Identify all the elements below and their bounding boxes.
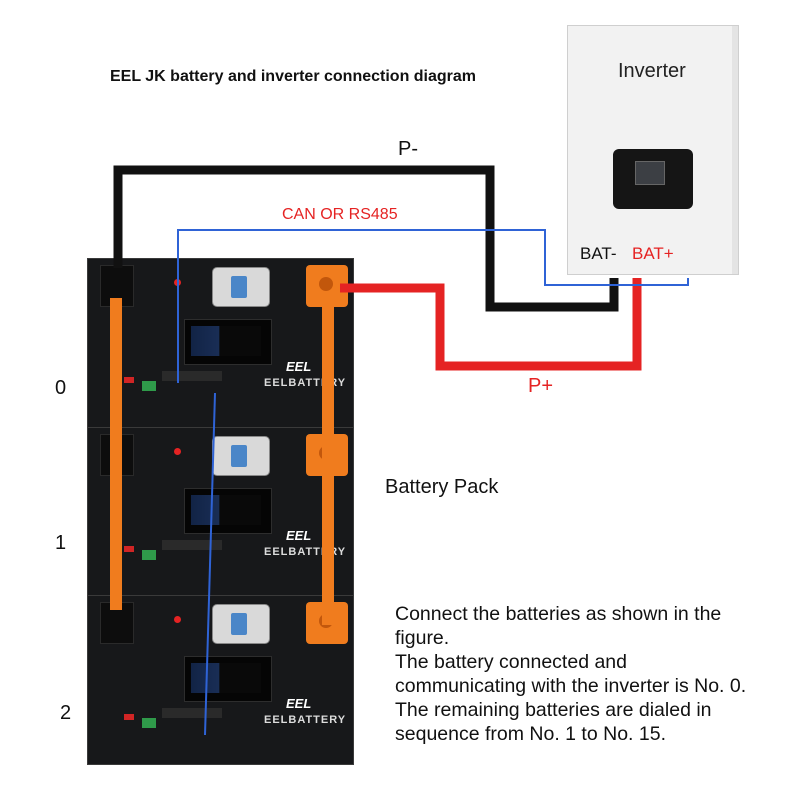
terminal-block xyxy=(142,381,156,391)
dip-switch xyxy=(124,377,134,383)
battery-screen xyxy=(184,319,272,365)
brand-logo: EEL xyxy=(286,528,312,543)
note-line: sequence from No. 1 to No. 15. xyxy=(395,723,666,745)
battery-index-2: 2 xyxy=(60,702,72,724)
terminal-block xyxy=(142,718,156,728)
comm-ports xyxy=(162,371,222,381)
note-line: The remaining batteries are dialed in xyxy=(395,699,712,721)
p-plus-label: P+ xyxy=(528,375,554,397)
brand-logo: EEL xyxy=(286,696,312,711)
brand-logo: EEL xyxy=(286,359,312,374)
comm-label: CAN OR RS485 xyxy=(282,206,398,223)
dip-switch xyxy=(124,546,134,552)
battery-module-0: EEL EELBATTERY xyxy=(87,258,354,428)
p-plus-wire xyxy=(340,278,642,371)
p-minus-label: P- xyxy=(398,138,418,160)
note-line: communicating with the inverter is No. 0… xyxy=(395,675,747,697)
inverter-unit xyxy=(567,25,739,275)
breaker-switch xyxy=(212,604,270,644)
dip-switch xyxy=(124,714,134,720)
battery-screen xyxy=(184,656,272,702)
note-line: figure. xyxy=(395,627,450,649)
comm-link-1 xyxy=(209,392,216,566)
battery-pack-label: Battery Pack xyxy=(385,476,499,498)
bat-plus-label: BAT+ xyxy=(632,244,674,263)
note-line: The battery connected and xyxy=(395,651,627,673)
breaker-switch xyxy=(212,267,270,307)
p-minus-wire xyxy=(113,165,619,312)
comm-wire xyxy=(177,229,689,383)
battery-screen xyxy=(184,488,272,534)
note-line: Connect the batteries as shown in the xyxy=(395,603,722,625)
battery-index-1: 1 xyxy=(55,532,67,554)
instruction-note: Connect the batteries as shown in the fi… xyxy=(395,602,795,746)
diagram-title: EEL JK battery and inverter connection d… xyxy=(110,68,477,85)
terminal-block xyxy=(142,550,156,560)
comm-link-2 xyxy=(204,564,211,736)
battery-index-0: 0 xyxy=(55,377,67,399)
inverter-label: Inverter xyxy=(618,60,686,82)
status-led xyxy=(174,448,181,455)
bat-minus-label: BAT- xyxy=(580,244,617,263)
status-led xyxy=(174,616,181,623)
inverter-display xyxy=(613,149,693,209)
comm-ports xyxy=(162,708,222,718)
brand-text: EELBATTERY xyxy=(264,714,347,726)
battery-module-2: EEL EELBATTERY xyxy=(87,595,354,765)
comm-ports xyxy=(162,540,222,550)
